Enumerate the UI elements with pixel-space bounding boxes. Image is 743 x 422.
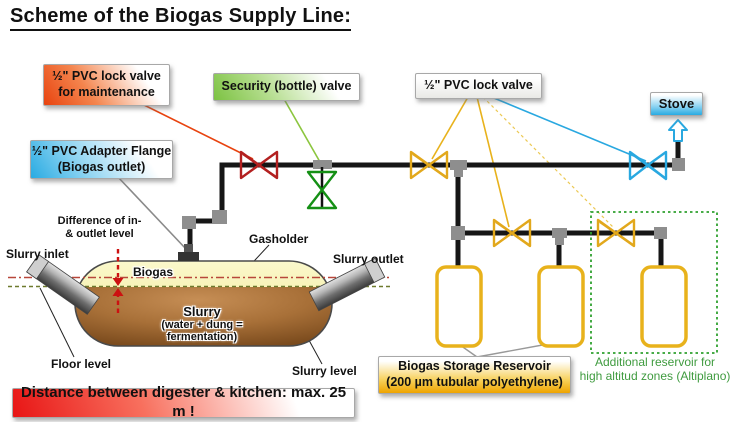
security-bottle-valve	[306, 167, 338, 210]
pvc-lock-valve-1	[409, 150, 449, 180]
lock-valve-label: ½" PVC lock valve	[424, 78, 533, 93]
storage-reservoir-line1: Biogas Storage Reservoir	[398, 359, 551, 374]
level-difference-line2: & outlet level	[65, 227, 134, 240]
gasholder-label: Gasholder	[249, 232, 309, 246]
gas-pipes	[187, 139, 681, 268]
level-difference-arrows	[112, 249, 124, 313]
stove-arrow-icon	[668, 119, 688, 142]
slurry-outlet-pipe	[308, 257, 386, 312]
stove-lock-valve	[628, 150, 668, 181]
slurry-label: Slurry	[183, 304, 221, 319]
pvc-lock-valve-3	[596, 218, 636, 248]
main-pipe	[219, 139, 681, 219]
security-valve-label: Security (bottle) valve	[221, 79, 352, 94]
page-title: Scheme of the Biogas Supply Line:	[10, 5, 352, 31]
branch-pipes	[455, 168, 664, 268]
adapter-flange-callout: ½" PVC Adapter Flange (Biogas outlet)	[30, 140, 173, 179]
reservoir-1	[435, 265, 483, 348]
slurry-outlet-label: Slurry outlet	[333, 252, 404, 266]
slurry-detail-label: (water + dung = fermentation)	[161, 319, 243, 343]
additional-reservoir-zone	[590, 211, 718, 354]
additional-reservoir-line1: Additional reservoir for	[594, 355, 716, 369]
pipe-connectors	[182, 158, 685, 245]
pvc-lock-valve-2	[492, 218, 532, 248]
distance-note-label: Distance between digester & kitchen: max…	[20, 384, 347, 420]
storage-reservoir-line2: (200 µm tubular polyethylene)	[386, 375, 563, 389]
maintenance-valve-line2: for maintenance	[58, 85, 155, 99]
storage-reservoirs	[435, 265, 688, 348]
biogas-label: Biogas	[133, 265, 174, 279]
stove-label: Stove	[658, 95, 695, 111]
level-difference-label: Difference of in- & outlet level	[47, 215, 152, 240]
maintenance-lock-valve	[239, 150, 279, 180]
additional-reservoir-line2: high altitud zones (Altiplano)	[579, 368, 731, 383]
security-valve-callout: Security (bottle) valve	[213, 73, 360, 101]
reservoir-3	[640, 265, 688, 348]
floor-level-label: Floor level	[51, 357, 112, 371]
storage-reservoir-callout: Biogas Storage Reservoir (200 µm tubular…	[378, 356, 571, 394]
adapter-flange-line2: (Biogas outlet)	[57, 159, 146, 174]
slurry-inlet-label: Slurry inlet	[6, 247, 69, 261]
stove-callout: Stove	[650, 92, 703, 116]
slurry-level-label: Slurry level	[292, 364, 357, 378]
additional-reservoir-caption: Additional reservoir for high altitud zo…	[579, 355, 731, 384]
maintenance-valve-line1: ½" PVC lock valve	[52, 69, 161, 84]
lock-valve-callout: ½" PVC lock valve	[415, 73, 542, 99]
adapter-flange	[178, 244, 199, 261]
level-difference-line1: Difference of in-	[57, 215, 142, 227]
slurry-inlet-pipe	[26, 254, 100, 315]
maintenance-valve-callout: ½" PVC lock valve for maintenance	[43, 64, 170, 106]
distance-note: Distance between digester & kitchen: max…	[12, 384, 355, 420]
reservoir-2	[537, 265, 585, 348]
adapter-flange-line1: ½" PVC Adapter Flange	[31, 143, 172, 158]
